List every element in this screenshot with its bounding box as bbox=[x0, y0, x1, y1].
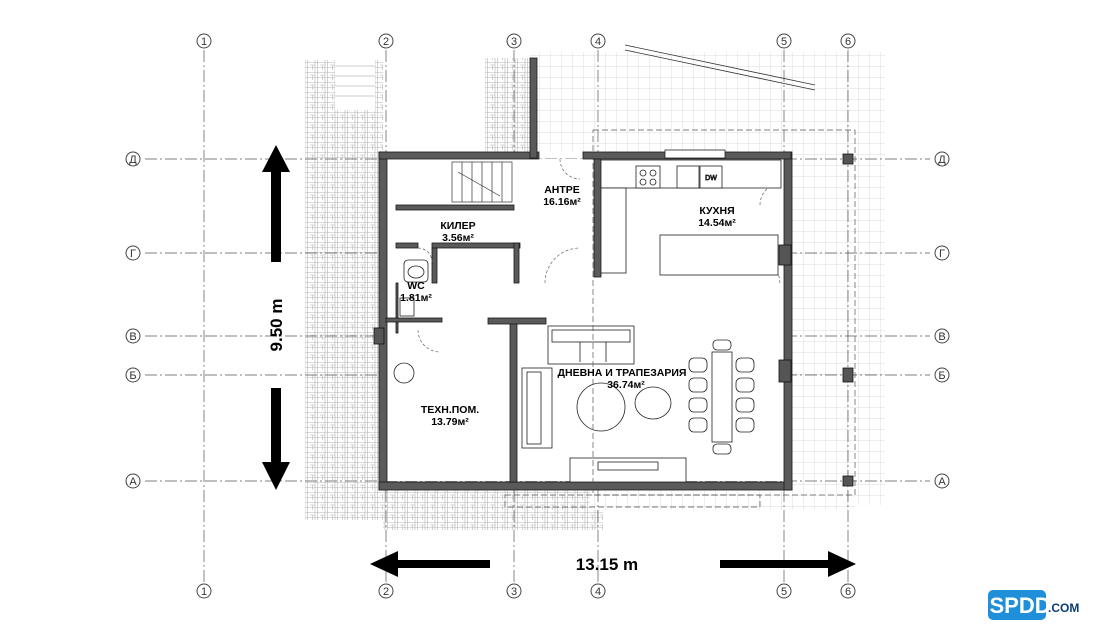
axis-bubbles-left: Д Г В Б А bbox=[125, 151, 141, 489]
axis-label-left-v: В bbox=[129, 331, 136, 343]
axis-label-right-a: А bbox=[938, 476, 946, 488]
room-name-wc: WC bbox=[407, 280, 425, 292]
axis-label-left-b: Б bbox=[129, 370, 136, 382]
axis-label-bottom-3: 3 bbox=[511, 586, 517, 598]
dimension-width-label: 13.15 m bbox=[576, 555, 638, 574]
room-area-tehn: 13.79м² bbox=[431, 416, 469, 428]
axis-label-right-d: Д bbox=[938, 154, 946, 166]
room-area-antre: 16.16м² bbox=[543, 196, 581, 208]
axis-bubbles-right: Д Г В Б А bbox=[934, 151, 950, 489]
room-labels: АНТРЕ 16.16м² КИЛЕР 3.56м² КУХНЯ 14.54м²… bbox=[400, 184, 736, 428]
logo-suffix-text: .COM bbox=[1048, 601, 1079, 615]
axis-label-top-1: 1 bbox=[201, 36, 207, 48]
axis-label-bottom-2: 2 bbox=[383, 586, 389, 598]
technical-equipment bbox=[393, 362, 415, 384]
axis-label-top-5: 5 bbox=[781, 36, 787, 48]
axis-label-top-2: 2 bbox=[383, 36, 389, 48]
axis-label-right-g: Г bbox=[939, 248, 945, 260]
axis-label-top-4: 4 bbox=[595, 36, 601, 48]
axis-label-bottom-4: 4 bbox=[595, 586, 601, 598]
axis-label-top-3: 3 bbox=[511, 36, 517, 48]
living-furniture bbox=[521, 325, 755, 483]
room-area-wc: 1.81м² bbox=[400, 292, 432, 304]
axis-label-left-a: А bbox=[129, 476, 137, 488]
dimension-depth-label: 9.50 m bbox=[267, 299, 286, 352]
room-area-kiler: 3.56м² bbox=[442, 232, 474, 244]
axis-label-left-d: Д bbox=[129, 154, 137, 166]
axis-label-bottom-1: 1 bbox=[201, 586, 207, 598]
exterior-paving bbox=[305, 58, 603, 530]
room-name-kiler: КИЛЕР bbox=[440, 220, 475, 232]
staircase bbox=[451, 161, 513, 203]
room-name-antre: АНТРЕ bbox=[544, 184, 580, 196]
dimension-width: 13.15 m bbox=[370, 551, 856, 577]
room-name-dnevna: ДНЕВНА И ТРАПЕЗАРИЯ bbox=[558, 367, 687, 379]
axis-label-bottom-6: 6 bbox=[845, 586, 851, 598]
kitchen-counter: DW bbox=[600, 149, 782, 274]
room-name-tehn: ТЕХН.ПОМ. bbox=[421, 404, 479, 416]
axis-label-right-v: В bbox=[938, 331, 945, 343]
wc-fixtures bbox=[399, 259, 429, 317]
kitchen-island bbox=[659, 234, 779, 276]
dimension-depth: 9.50 m bbox=[262, 145, 290, 490]
axis-label-bottom-5: 5 bbox=[781, 586, 787, 598]
dishwasher-label: DW bbox=[705, 175, 717, 182]
axis-bubbles-bottom: 1 2 3 4 5 6 bbox=[196, 583, 856, 599]
axis-label-top-6: 6 bbox=[845, 36, 851, 48]
room-area-kuhnya: 14.54м² bbox=[698, 217, 736, 229]
room-name-kuhnya: КУХНЯ bbox=[699, 205, 734, 217]
terrace-outline bbox=[504, 129, 856, 508]
awning bbox=[624, 44, 816, 91]
columns bbox=[373, 153, 854, 487]
room-area-dnevna: 36.74м² bbox=[607, 379, 645, 391]
site-logo: ISPDD .COM bbox=[983, 590, 1079, 620]
axis-label-right-b: Б bbox=[938, 370, 945, 382]
axis-bubbles-top: 1 2 3 4 5 6 bbox=[196, 33, 856, 49]
logo-main-text: ISPDD bbox=[983, 593, 1050, 618]
axis-label-left-g: Г bbox=[130, 248, 136, 260]
